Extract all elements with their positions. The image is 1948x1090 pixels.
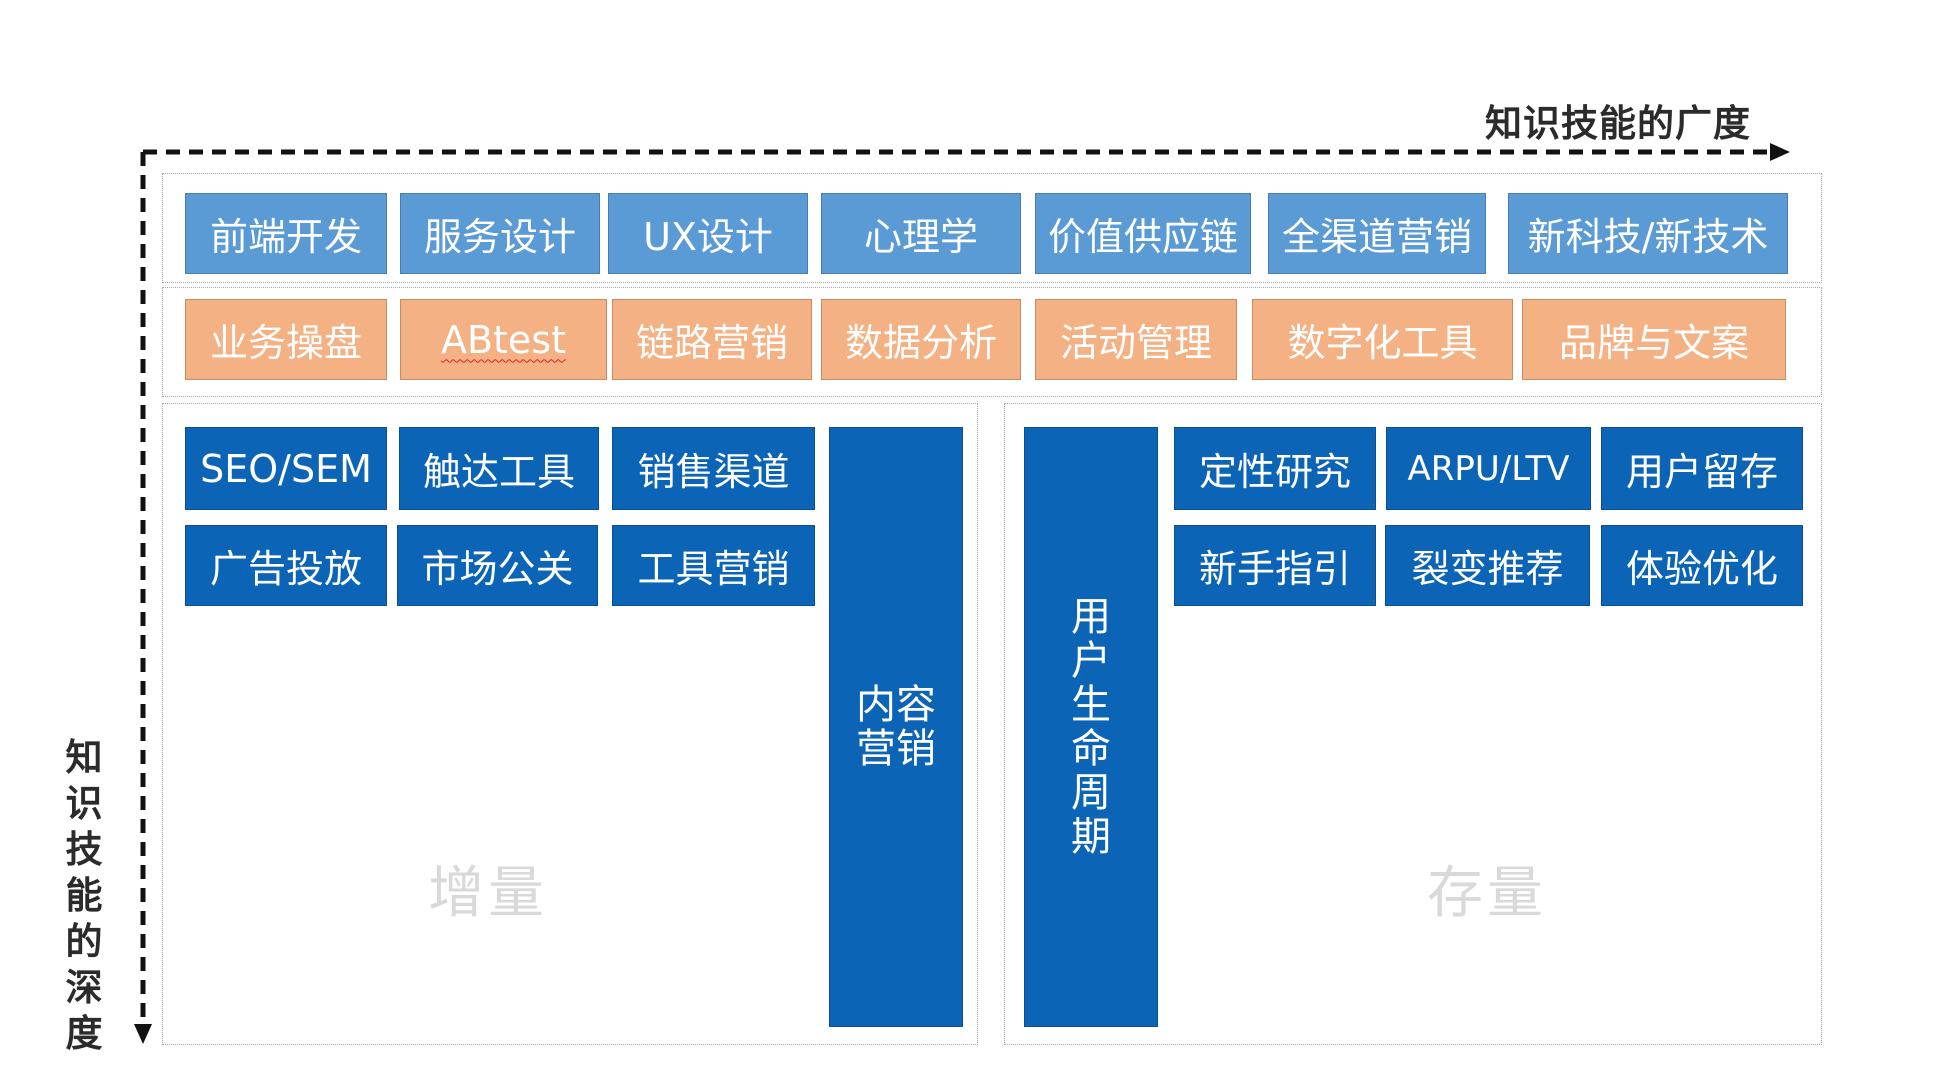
breadth-axis-label: 知识技能的广度 bbox=[1485, 102, 1751, 145]
growth-skill-box: SEO/SEM bbox=[185, 427, 387, 510]
skill-box: 数字化工具 bbox=[1252, 299, 1513, 380]
stock-skill-box: 裂变推荐 bbox=[1385, 525, 1590, 606]
user-lifecycle-label: 用户生命周期 bbox=[1071, 594, 1111, 860]
stock-panel bbox=[1004, 403, 1822, 1045]
skill-box: 链路营销 bbox=[612, 299, 812, 380]
skill-box: 品牌与文案 bbox=[1522, 299, 1786, 380]
stock-skill-box: ARPU/LTV bbox=[1386, 427, 1591, 510]
growth-skill-box: 销售渠道 bbox=[612, 427, 815, 510]
skill-box: 前端开发 bbox=[185, 193, 387, 274]
skill-box: 服务设计 bbox=[400, 193, 600, 274]
content-marketing-label: 内容营销 bbox=[856, 682, 936, 772]
growth-skill-box: 广告投放 bbox=[185, 525, 387, 606]
stock-skill-box: 体验优化 bbox=[1601, 525, 1803, 606]
skill-box: 活动管理 bbox=[1035, 299, 1237, 380]
stock-watermark: 存量 bbox=[1427, 861, 1547, 926]
user-lifecycle-column: 用户生命周期 bbox=[1024, 427, 1158, 1027]
growth-skill-box: 市场公关 bbox=[397, 525, 598, 606]
skill-box: UX设计 bbox=[608, 193, 808, 274]
stock-skill-box: 用户留存 bbox=[1601, 427, 1803, 510]
skill-box: ABtest bbox=[400, 299, 607, 380]
skill-box: 业务操盘 bbox=[185, 299, 387, 380]
breadth-arrowhead bbox=[1770, 143, 1790, 161]
skill-box: 新科技/新技术 bbox=[1508, 193, 1788, 274]
depth-arrowhead bbox=[134, 1024, 152, 1044]
growth-skill-box: 工具营销 bbox=[612, 525, 815, 606]
skill-box: 价值供应链 bbox=[1035, 193, 1251, 274]
skill-box: 心理学 bbox=[821, 193, 1021, 274]
depth-axis-label: 知识技能的深度 bbox=[65, 736, 103, 1055]
skill-box: 全渠道营销 bbox=[1268, 193, 1486, 274]
row1-panel bbox=[162, 173, 1822, 283]
stock-skill-box: 新手指引 bbox=[1174, 525, 1376, 606]
skill-label: ABtest bbox=[440, 317, 567, 362]
row2-panel bbox=[162, 287, 1822, 397]
growth-skill-box: 触达工具 bbox=[399, 427, 599, 510]
growth-watermark: 增量 bbox=[428, 861, 548, 926]
content-marketing-column: 内容营销 bbox=[829, 427, 963, 1027]
skill-box: 数据分析 bbox=[821, 299, 1021, 380]
stock-skill-box: 定性研究 bbox=[1174, 427, 1376, 510]
growth-panel bbox=[162, 403, 978, 1045]
